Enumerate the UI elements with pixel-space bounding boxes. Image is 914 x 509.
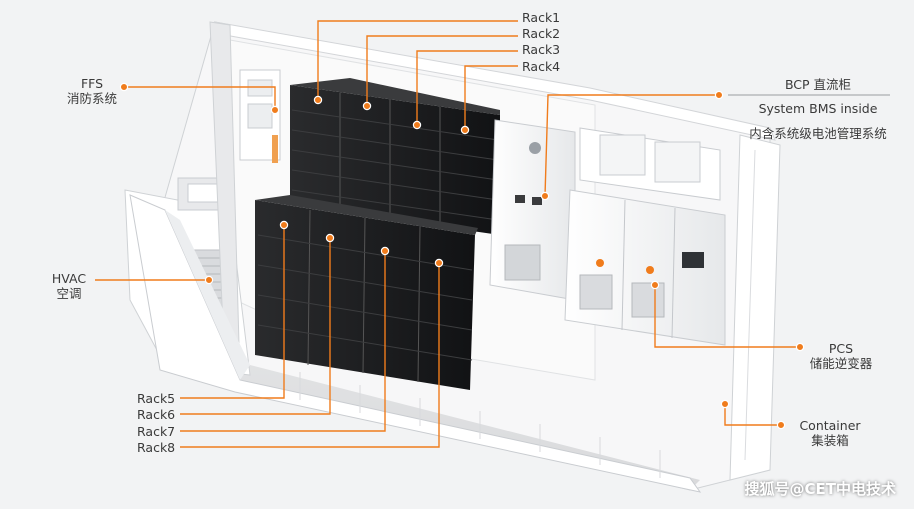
label-pcs: PCS 储能逆变器	[806, 341, 876, 371]
rack-row-front	[255, 195, 478, 390]
leader-rack2	[366, 35, 518, 106]
label-bcp-title: BCP 直流柜	[784, 77, 852, 92]
label-rack3: Rack3	[522, 42, 561, 57]
leader-dots	[119, 82, 805, 430]
ffs-panel	[239, 69, 281, 163]
leader-ffs	[124, 86, 276, 110]
dot-rack3	[412, 120, 422, 130]
dot-pcs	[650, 280, 660, 290]
dot-rack8	[434, 258, 444, 268]
label-rack7: Rack7	[137, 424, 176, 439]
leader-bcp	[544, 94, 719, 197]
dot-ffs	[270, 105, 280, 115]
label-rack8: Rack8	[137, 440, 176, 455]
dot-hvac	[204, 275, 214, 285]
bcp-cabinet	[489, 119, 576, 301]
dot-rack7	[380, 246, 390, 256]
container-front-wall	[129, 194, 702, 493]
dot-bcp	[540, 191, 550, 201]
leader-rack3	[416, 50, 518, 125]
dot-rack1	[313, 95, 323, 105]
dot-pcs-end	[795, 342, 805, 352]
label-rack4: Rack4	[522, 59, 561, 74]
dot-rack2	[362, 101, 372, 111]
label-rack5: Rack5	[137, 391, 176, 406]
rack-row-back	[290, 78, 500, 235]
dot-ffs-start	[119, 82, 129, 92]
label-hvac: HVAC 空调	[44, 271, 94, 301]
label-pcs-en: PCS	[828, 341, 854, 356]
label-rack1: Rack1	[522, 10, 561, 25]
leader-rack6	[180, 238, 331, 415]
leader-rack7	[180, 251, 386, 432]
leader-rack8	[180, 263, 440, 448]
label-rack6: Rack6	[137, 407, 176, 422]
label-container: Container 集装箱	[790, 418, 870, 448]
label-container-cn: 集装箱	[811, 433, 849, 448]
label-hvac-cn: 空调	[56, 286, 82, 301]
label-pcs-cn: 储能逆变器	[809, 356, 873, 371]
label-bcp-cn: 内含系统级电池管理系统	[749, 126, 887, 141]
dot-rack6	[325, 233, 335, 243]
watermark: 搜狐号@CET中电技术	[744, 480, 897, 498]
leader-rack4	[464, 65, 518, 130]
dot-container-end	[776, 420, 786, 430]
dot-rack5	[279, 220, 289, 230]
leader-container	[724, 404, 781, 426]
label-ffs-en: FFS	[80, 76, 104, 91]
label-container-en: Container	[799, 418, 861, 433]
label-hvac-en: HVAC	[51, 271, 87, 286]
pcs-cabinet	[564, 127, 726, 346]
leader-rack1	[317, 20, 518, 100]
label-ffs: FFS 消防系统	[62, 76, 122, 106]
leader-lines	[95, 20, 800, 448]
leader-rack5	[180, 225, 285, 399]
leader-pcs	[654, 285, 800, 348]
label-rack2: Rack2	[522, 26, 561, 41]
dot-container	[720, 399, 730, 409]
dot-rack4	[460, 125, 470, 135]
label-bcp-bms: System BMS inside	[758, 101, 878, 116]
dot-bcp-end	[714, 90, 724, 100]
label-ffs-cn: 消防系统	[66, 91, 117, 106]
